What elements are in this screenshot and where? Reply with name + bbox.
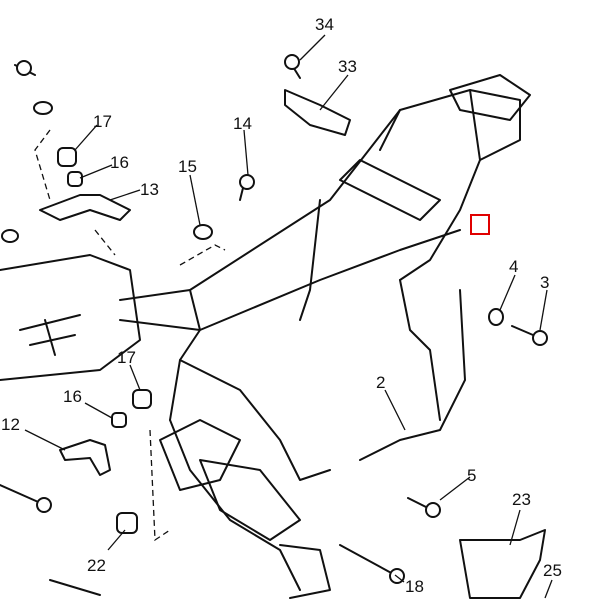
callout-17: 17 <box>93 112 112 131</box>
bracket-33 <box>284 89 351 136</box>
callout-2: 2 <box>376 373 385 392</box>
highlight-box <box>470 214 490 235</box>
leader-lines <box>24 34 553 599</box>
callout-16: 16 <box>110 153 129 172</box>
callout-15: 15 <box>178 157 197 176</box>
callout-25: 25 <box>543 561 562 580</box>
callout-4: 4 <box>509 257 518 276</box>
bracket-12 <box>59 439 111 476</box>
callout-14: 14 <box>233 114 252 133</box>
bracket-23 <box>459 529 546 599</box>
callout-3: 3 <box>540 273 549 292</box>
callout-labels: 34 33 17 16 13 14 15 4 3 2 17 16 12 5 23… <box>1 15 562 596</box>
callout-5: 5 <box>467 466 476 485</box>
bracket-13 <box>39 194 131 221</box>
callout-22: 22 <box>87 556 106 575</box>
dashed-guides <box>34 129 226 542</box>
callout-23: 23 <box>512 490 531 509</box>
callout-34: 34 <box>315 15 334 34</box>
callout-17b: 17 <box>117 348 136 367</box>
callout-16b: 16 <box>63 387 82 406</box>
callout-33: 33 <box>338 57 357 76</box>
callout-12: 12 <box>1 415 20 434</box>
small-parts <box>0 54 548 596</box>
muffler <box>0 254 141 381</box>
callout-13: 13 <box>140 180 159 199</box>
callout-18: 18 <box>405 577 424 596</box>
main-frame <box>119 74 531 599</box>
